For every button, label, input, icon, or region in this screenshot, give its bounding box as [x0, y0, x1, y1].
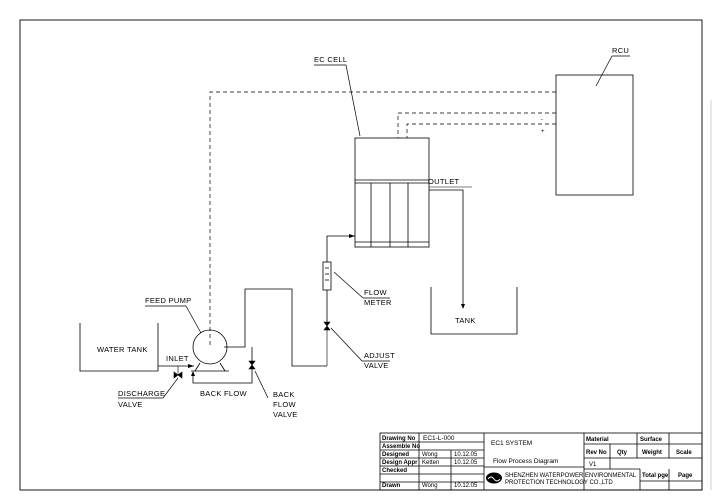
electrical-lines [209, 91, 556, 347]
tb-designed-label: Designed [382, 452, 409, 458]
tb-design-appr-date: 10.12.05 [454, 460, 478, 466]
rcu-box [555, 74, 634, 196]
tb-drawn-date: 10.12.05 [454, 483, 478, 489]
tb-system-name: EC1 SYSTEM [491, 440, 532, 447]
company-logo [486, 472, 502, 484]
tb-material-label: Material [586, 437, 609, 443]
pump-outlet-pipe [224, 288, 327, 367]
tb-diagram-title: Flow Process Diagram [493, 458, 558, 465]
tb-rev-no-label: Rev No [586, 450, 607, 456]
flow-meter [322, 261, 332, 322]
tb-company-line1: SHENZHEN WATERPOWER ENVIRONMENTAL [505, 473, 637, 479]
tb-qty-label: Qty [617, 450, 628, 456]
tb-designed-date: 10.12.05 [454, 452, 478, 458]
back-flow-valve-label-1: BACK [273, 390, 295, 399]
tank-label: TANK [455, 316, 476, 325]
back-flow-valve [248, 360, 256, 370]
tb-company-line2: PROTECTION TECHNOLOGY CO.,LTD [505, 480, 613, 486]
feed-pump [191, 329, 229, 372]
tb-surface-label: Surface [640, 437, 663, 443]
tb-weight-label: Weight [642, 450, 662, 456]
title-block [379, 432, 703, 491]
ec-cell [354, 137, 430, 248]
tb-assemble-no-label: Assemble No [382, 444, 420, 450]
rcu-leader [595, 55, 613, 87]
outlet-label: OUTLET [428, 177, 460, 186]
adjust-valve [323, 321, 331, 366]
polarity-plus: + [541, 129, 545, 135]
tb-drawing-no-label: Drawing No [382, 436, 416, 442]
tb-design-appr-by: Ketten [422, 460, 439, 466]
water-tank-label: WATER TANK [97, 345, 148, 354]
back-flow-valve-label-3: VALVE [273, 410, 298, 419]
tb-designed-by: Wong [422, 452, 438, 458]
cell-inlet-pipe [326, 235, 355, 262]
ec-cell-label: EC CELL [314, 55, 347, 64]
tank [430, 287, 518, 335]
back-flow-label: BACK FLOW [200, 389, 247, 398]
polarity-minus: - [541, 117, 543, 123]
discharge-valve-label-2: VALVE [118, 400, 143, 409]
tb-checked-label: Checked [382, 468, 407, 474]
tb-scale-label: Scale [676, 450, 692, 456]
inlet-label: INLET [166, 354, 189, 363]
tb-drawn-label: Drawn [382, 483, 401, 489]
outlet-pipe [429, 189, 464, 305]
tb-rev-no: V1 [589, 462, 597, 468]
discharge-valve-label-1: DISCHARGE [118, 389, 165, 398]
tb-drawn-by: Wong [422, 483, 438, 489]
ec-cell-leader [345, 64, 361, 137]
adjust-valve-label-2: VALVE [364, 361, 389, 370]
tb-design-appr-label: Design Appr [382, 460, 418, 466]
back-flow-valve-label-2: FLOW [273, 400, 296, 409]
flow-meter-label-2: METER [364, 298, 392, 307]
rcu-label: RCU [612, 46, 629, 55]
tb-page-label: Page [678, 473, 693, 479]
tb-drawing-no: EC1-L-000 [423, 435, 455, 442]
flow-meter-label-1: FLOW [364, 288, 387, 297]
drawing-border [19, 19, 703, 491]
discharge-valve [173, 366, 183, 379]
feed-pump-leader [185, 305, 202, 334]
water-tank [79, 323, 159, 372]
tb-total-pge-label: Total pge [642, 473, 669, 479]
adjust-valve-label-1: ADJUST [364, 351, 395, 360]
feed-pump-label: FEED PUMP [145, 296, 191, 305]
